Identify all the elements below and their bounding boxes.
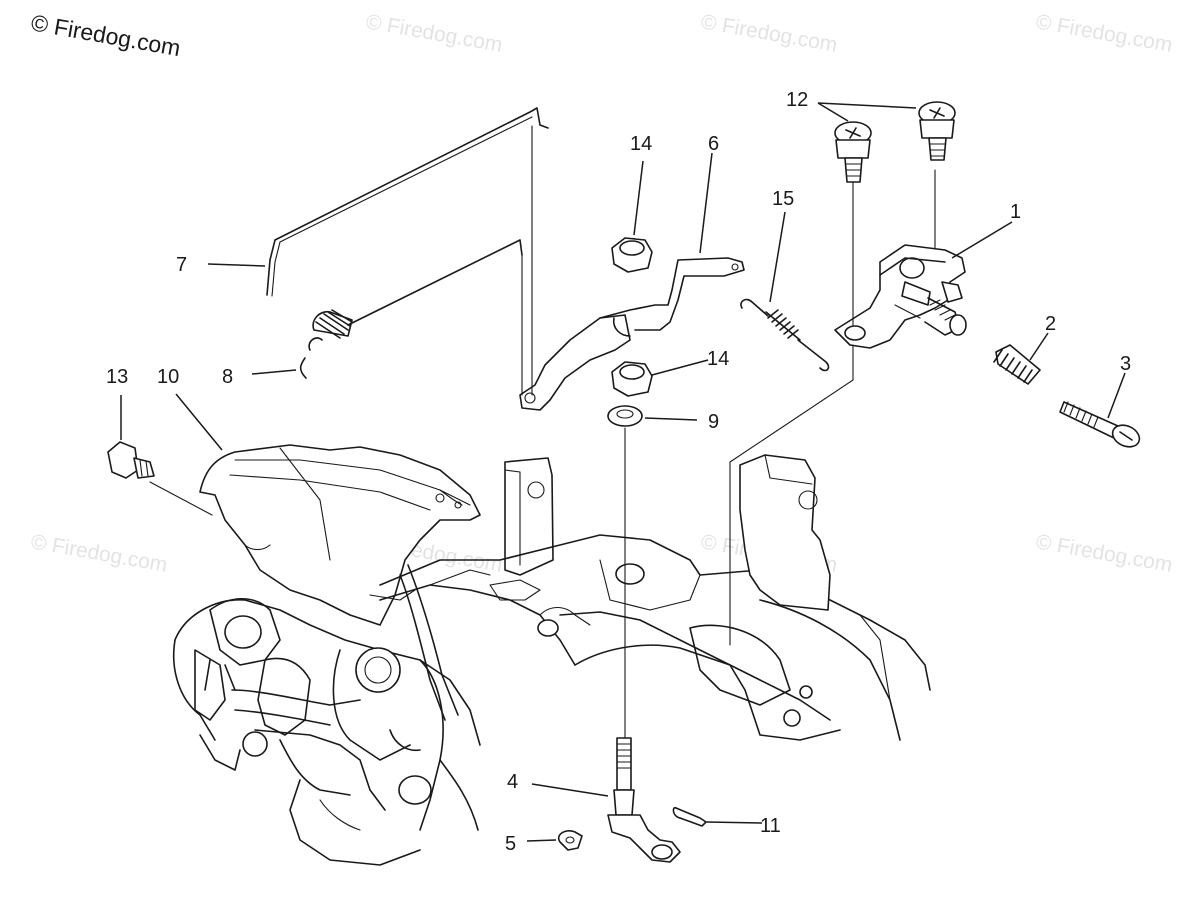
part-13-bolt bbox=[107, 441, 155, 479]
part-11-pin bbox=[672, 806, 707, 827]
part-2-spring bbox=[993, 344, 1041, 385]
callout-6: 6 bbox=[708, 133, 719, 155]
watermark-main: © Firedog.com bbox=[29, 9, 182, 61]
part-14-nut-lower bbox=[611, 361, 653, 397]
callout-5: 5 bbox=[505, 833, 516, 855]
callout-8: 8 bbox=[222, 366, 233, 388]
assembly-lines bbox=[149, 125, 936, 739]
callout-13: 13 bbox=[106, 366, 128, 388]
callout-3: 3 bbox=[1120, 353, 1131, 375]
part-4-shaft bbox=[607, 737, 681, 863]
part-5-clip bbox=[557, 830, 583, 851]
callout-10: 10 bbox=[157, 366, 179, 388]
part-15-spring bbox=[740, 298, 830, 372]
part-14-nut-upper bbox=[611, 237, 653, 273]
watermark-faint: © Firedog.com bbox=[1034, 530, 1174, 577]
part-9-washer bbox=[607, 405, 643, 427]
callout-11: 11 bbox=[760, 815, 781, 837]
watermark-faint: © Firedog.com bbox=[364, 10, 504, 57]
watermark-faint: © Firedog.com bbox=[699, 10, 839, 57]
callout-12: 12 bbox=[786, 89, 808, 111]
part-1-bracket bbox=[834, 244, 967, 349]
callout-14-lower: 14 bbox=[707, 348, 729, 370]
callout-9: 9 bbox=[708, 411, 719, 433]
callout-2: 2 bbox=[1045, 313, 1056, 335]
watermark-faint: © Firedog.com bbox=[29, 530, 169, 577]
callout-4: 4 bbox=[507, 771, 518, 793]
part-3-screw bbox=[1059, 401, 1141, 448]
part-6-lever bbox=[519, 257, 745, 411]
callout-1: 1 bbox=[1010, 201, 1021, 223]
part-7-rod bbox=[266, 107, 549, 297]
watermark-faint: © Firedog.com bbox=[1034, 10, 1174, 57]
engine-housing bbox=[172, 444, 931, 866]
callout-7: 7 bbox=[176, 254, 187, 276]
part-12-screw-left bbox=[834, 121, 872, 183]
callout-labels: 1 2 3 4 5 6 7 8 9 10 11 12 13 14 14 15 bbox=[106, 89, 1131, 855]
part-12-screw-right bbox=[918, 101, 956, 161]
part-8-spring bbox=[299, 239, 523, 379]
callout-14-upper: 14 bbox=[630, 133, 652, 155]
callout-15: 15 bbox=[772, 188, 794, 210]
callout-leaders bbox=[120, 102, 1126, 842]
